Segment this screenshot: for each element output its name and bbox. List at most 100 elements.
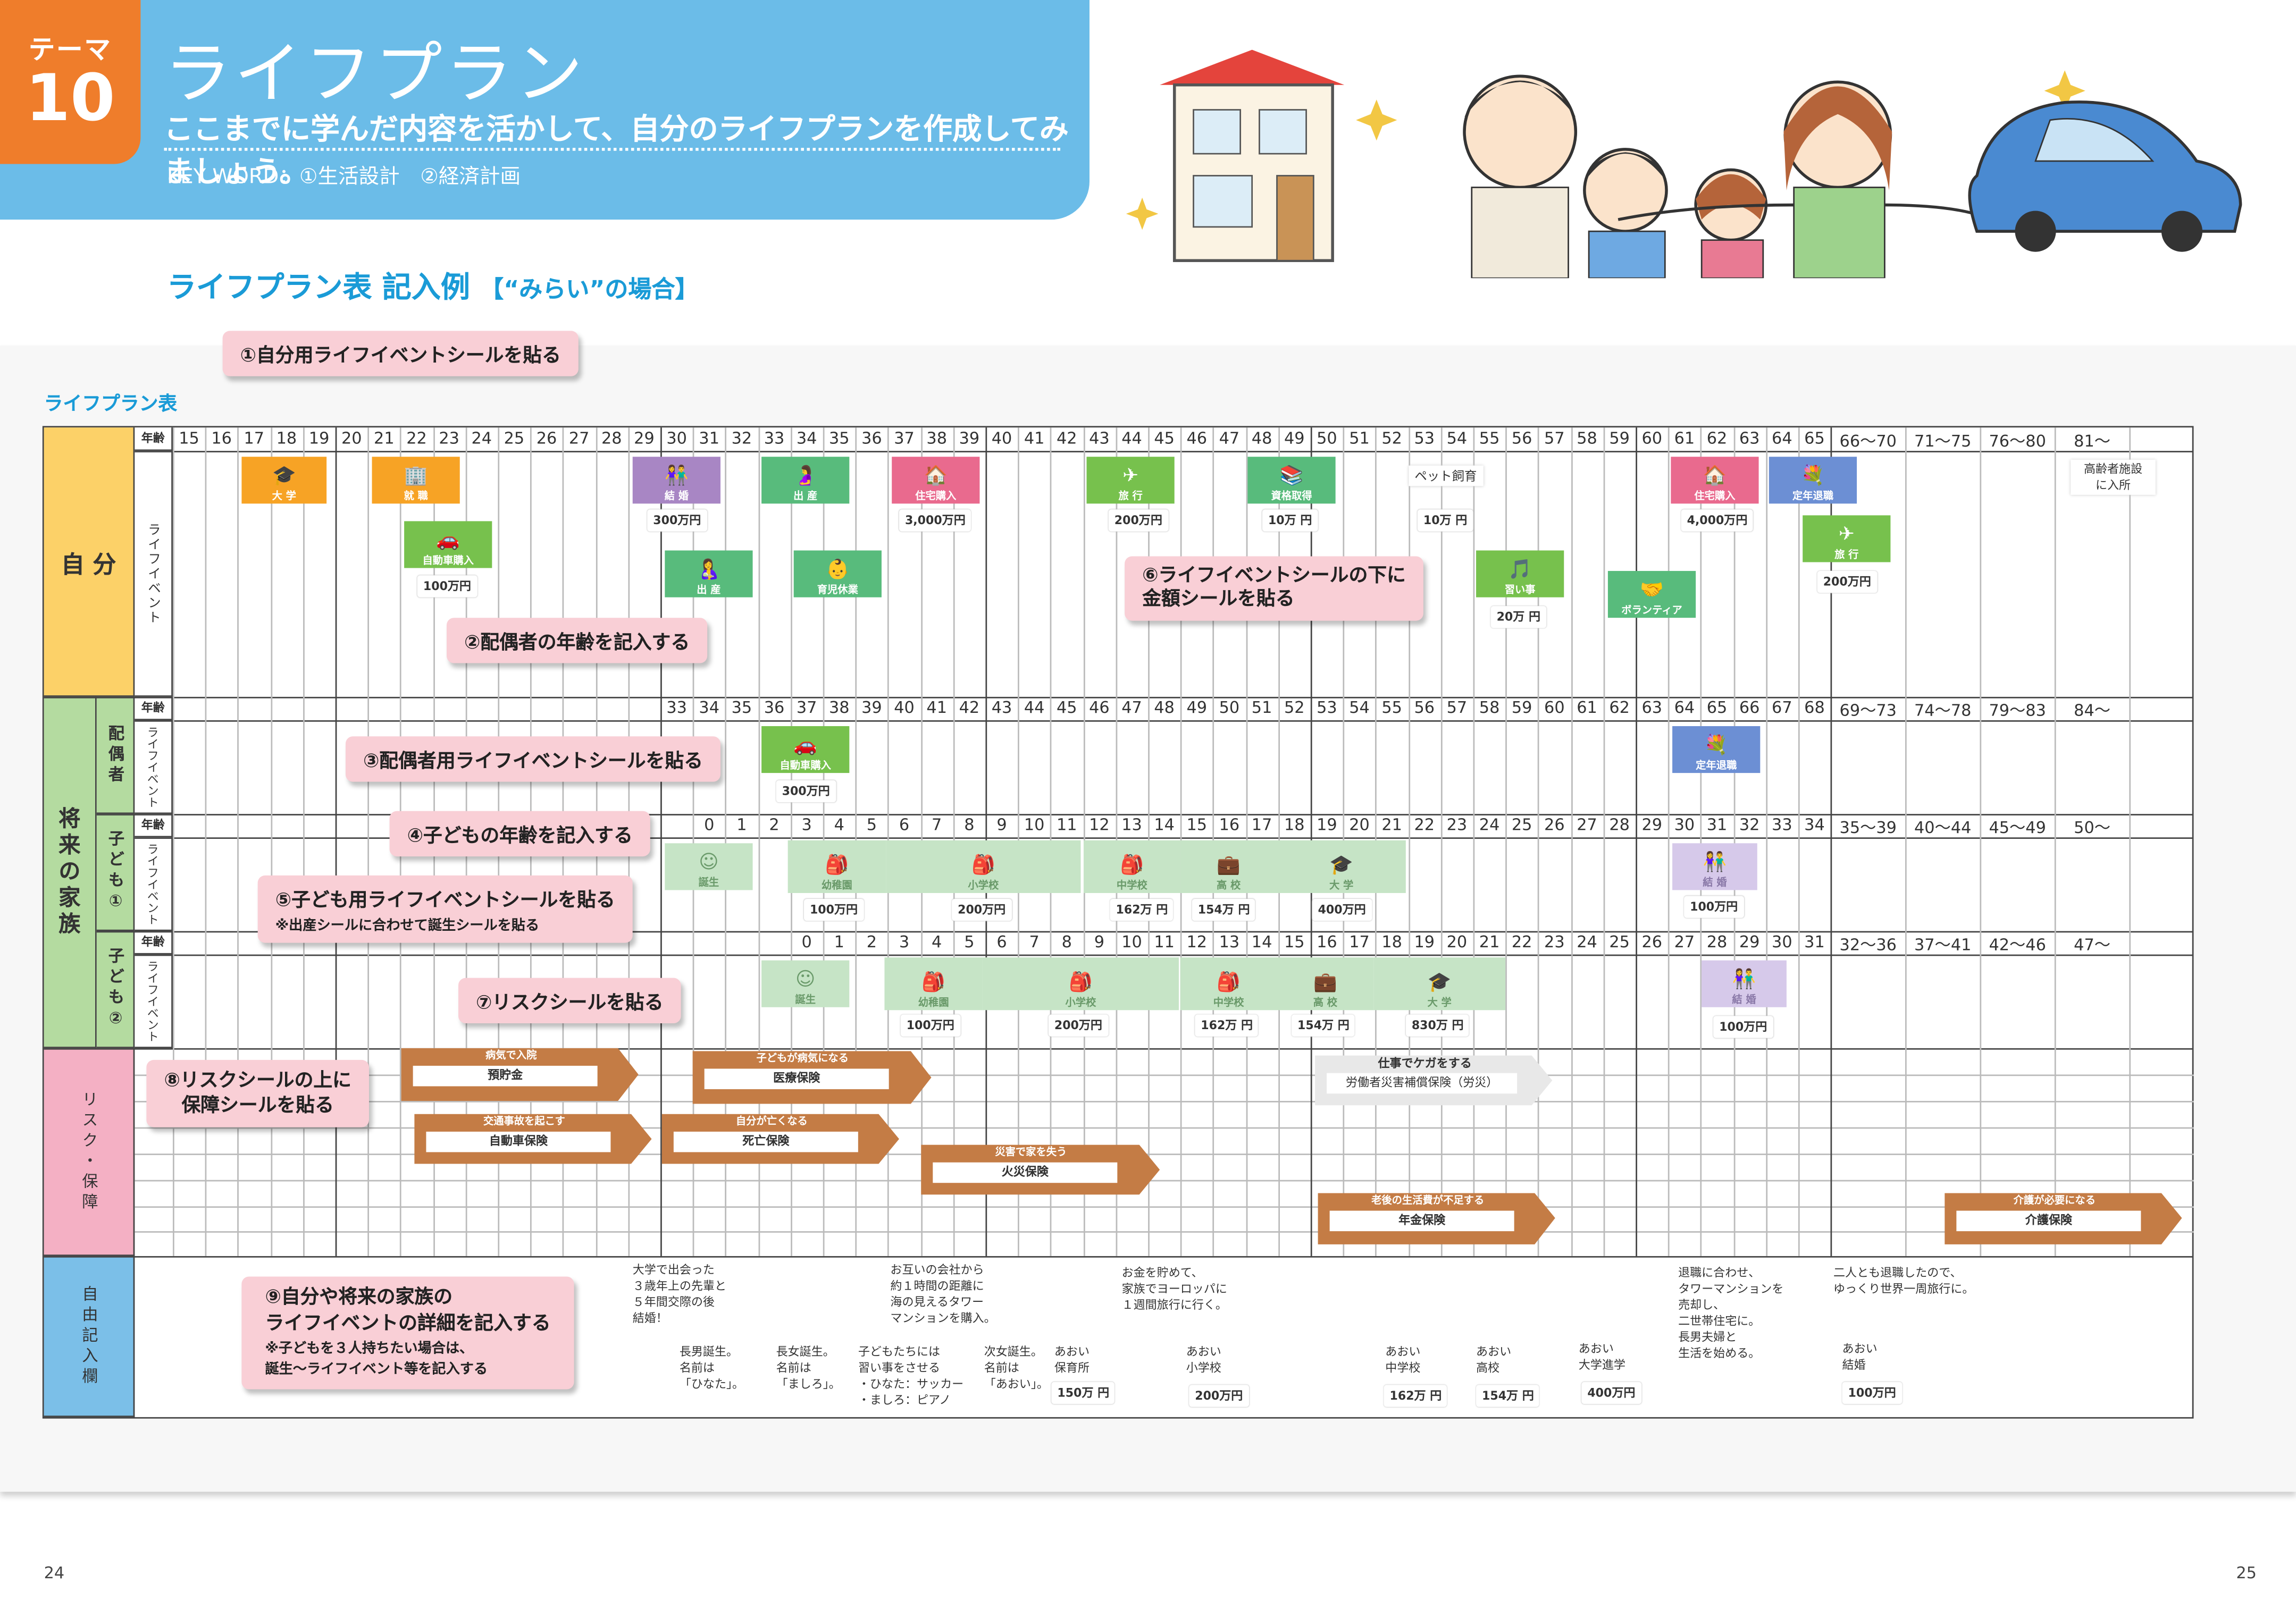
briefcase-icon: 💼 [1217,855,1241,877]
age-cell: 45 [1154,428,1175,448]
category-risk: リスク・保障 [44,1048,135,1256]
age-cell: 18 [1381,932,1402,952]
event-label: 大 学 [1427,997,1452,1009]
page-number-right: 25 [2236,1563,2257,1583]
age-cell: 81～ [2074,432,2111,451]
school-hat-icon: 🎒 [825,855,849,877]
instruction-callout-1: ①自分用ライフイベントシールを貼る [222,331,579,376]
event-sticker: 💐定年退職 [1769,457,1857,504]
column-line [1473,427,1475,1256]
free-note: あおい 大学進学 [1578,1342,1625,1372]
baby-icon: 👶 [825,559,850,582]
event-sticker: 🏠住宅購入 [1671,457,1759,504]
column-line [367,427,370,1256]
handwritten-event: 高齢者施設 に入所 [2071,459,2156,495]
column-line [1636,427,1637,1256]
event-sticker: 🎓大 学 [1277,840,1406,893]
keywords: KEY WORD：①生活設計 ②経済計画 [166,165,521,189]
age-cell: 10 [1121,932,1142,952]
money-sticker: 3,000万円 [899,509,971,532]
age-cell: 30 [1772,932,1792,952]
event-label: 大 学 [272,490,296,502]
category-child2-label: 子ども② [106,946,125,1032]
risk-head: 老後の生活費が不足する [1371,1194,1485,1207]
money-sticker: 150万 円 [1051,1382,1116,1404]
page-title: ライフプラン [164,33,586,113]
event-label: 住宅購入 [915,490,957,502]
age-cell: 20 [341,428,362,448]
theme-badge: テーマ 10 [0,0,141,164]
age-cell: 43 [1089,428,1110,448]
category-spouse: 配偶者 [96,696,135,814]
age-cell: 64 [1772,428,1792,448]
event-label: 旅 行 [1834,549,1859,561]
age-cell: 32 [731,428,752,448]
event-label: 習い事 [1504,584,1536,596]
age-cell: 65 [1706,698,1728,718]
baby-face-icon: ☺ [795,969,816,991]
category-family-label: 将来の家族 [55,806,82,938]
school-bag-icon: 🎒 [1217,972,1241,994]
age-cell: 27 [1577,815,1597,835]
risk-sticker: 老後の生活費が不足する年金保険 [1318,1193,1538,1240]
age-cell: 40 [991,428,1012,448]
age-cell: 67 [1772,698,1792,718]
age-cell: 12 [1089,815,1110,835]
money-sticker: 154万 円 [1192,898,1256,921]
event-sticker: 🎒中学校 [1180,957,1277,1011]
age-cell: 34 [699,698,719,718]
row-divider [135,954,2194,956]
row-divider [44,696,2194,698]
event-sticker: 💐定年退職 [1672,726,1761,773]
pregnant-icon: 🤱 [697,559,721,582]
category-child2: 子ども② [96,931,135,1048]
age-cell: 8 [964,815,975,835]
column-line [238,427,239,1256]
age-cell: 6 [899,815,910,835]
age-cell: 21 [1381,815,1402,835]
age-cell: 27 [1674,932,1695,952]
age-cell: 21 [1479,932,1500,952]
age-cell: 61 [1674,428,1695,448]
free-note: あおい 結婚 [1842,1342,1878,1372]
age-cell: 23 [1446,815,1468,835]
event-label: 自動車購入 [780,760,831,772]
age-cell: 49 [1284,428,1305,448]
column-line [1538,427,1540,1256]
money-sticker: 100万円 [1684,896,1744,918]
bouquet-icon: 💐 [1801,465,1825,488]
age-cell: 0 [704,815,715,835]
age-cell: 46 [1186,428,1208,448]
age-cell: 47 [1121,698,1142,718]
age-cell: 42 [1056,428,1077,448]
age-cell: 29 [1739,932,1760,952]
age-cell: 3 [801,815,812,835]
house-illustration [1160,49,1345,262]
money-sticker: 200万円 [1189,1385,1249,1407]
age-cell: 28 [1609,815,1630,835]
age-cell: 44 [1024,698,1045,718]
column-line [270,427,272,1256]
theme-header: テーマ 10 ライフプラン ここまでに学んだ内容を活かして、自分のライフプランを… [0,0,1090,220]
age-cell: 18 [1284,815,1305,835]
event-label: 就 職 [404,490,428,502]
age-cell: 9 [996,815,1007,835]
age-cell: 33 [764,428,785,448]
age-cell: 4 [932,932,942,952]
graduation-cap-icon: 🎓 [1427,972,1452,994]
age-cell: 38 [926,428,947,448]
bouquet-icon: 💐 [1704,735,1728,757]
age-cell: 45 [1056,698,1077,718]
event-sticker: 🚗自動車購入 [761,726,850,773]
age-cell: 1 [736,815,747,835]
risk-rule [135,1127,2194,1129]
dotted-divider [164,148,1060,151]
age-cell: 71～75 [1914,432,1972,451]
age-cell: 47 [1219,428,1240,448]
age-cell: 18 [276,428,297,448]
event-label: 出 産 [793,490,818,502]
event-sticker: ✈旅 行 [1086,457,1175,504]
age-cell: 7 [1029,932,1040,952]
age-header-child2: 年齢 [135,931,173,955]
age-cell: 2 [769,815,780,835]
